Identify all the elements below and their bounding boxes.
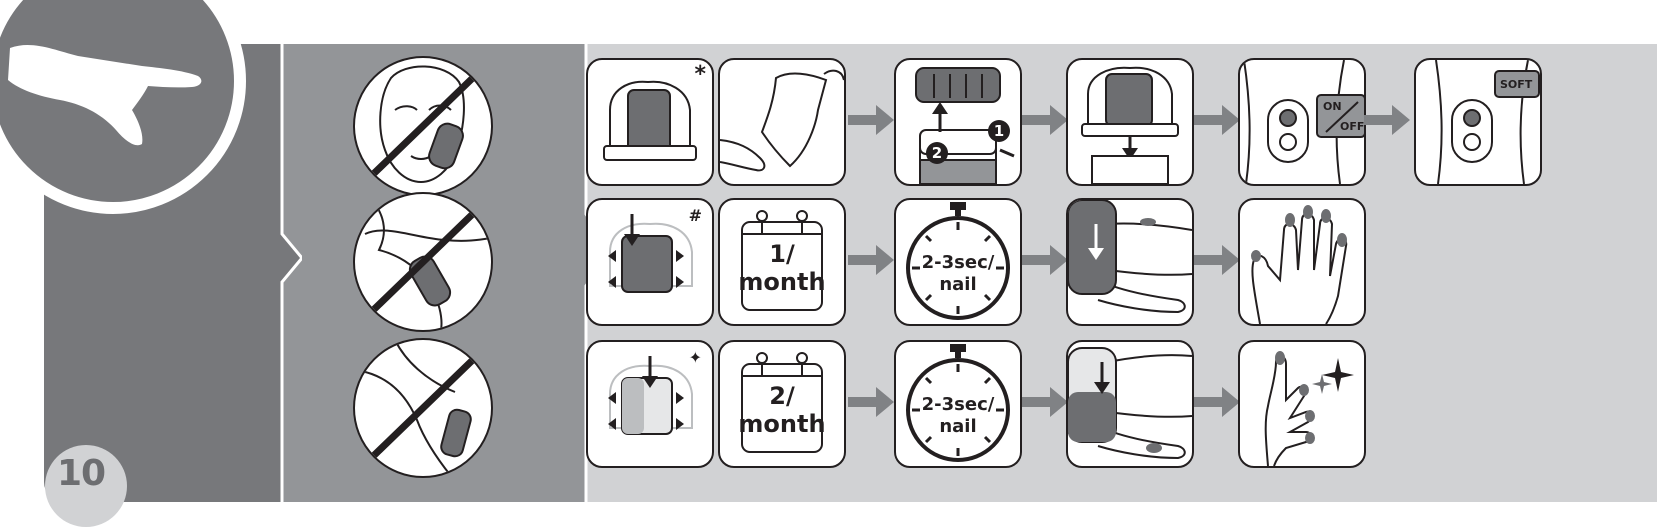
device-switch-icon: [1243, 60, 1345, 184]
timer-unit: nail: [939, 274, 977, 295]
shiny-hand-icon: [1264, 351, 1354, 466]
no-bikini-icon: [355, 340, 486, 476]
arrow-right-icon: [1364, 105, 1410, 135]
arrow-right-icon: [848, 387, 894, 417]
row3-step5-shiny-hand-tile: [1238, 340, 1366, 468]
cloth-wipe-icon: [720, 69, 844, 172]
no-face-icon: [360, 65, 486, 187]
roller-head-icon: [603, 80, 697, 161]
row1-step2-wipe-tile: [718, 58, 846, 186]
badge-off-label: OFF: [1340, 120, 1365, 133]
arrow-right-icon: [1022, 387, 1068, 417]
row2-step2-calendar-tile: 1/ month: [718, 198, 846, 326]
step-number-1: 1: [988, 120, 1010, 142]
step-number-2: 2: [926, 142, 948, 164]
arrow-right-icon: [1194, 387, 1240, 417]
roller-press-icon: [608, 214, 693, 293]
device-soft-icon: [1435, 60, 1529, 184]
row1-step1-roller-tile: *: [586, 58, 714, 186]
no-armpit-icon: [360, 201, 491, 330]
row3-step1-roller-press-tile: ✦: [586, 340, 714, 468]
smooth-hand-icon: [1251, 205, 1348, 324]
soft-badge: SOFT: [1494, 70, 1540, 98]
no-bikini-circle: [353, 338, 493, 478]
row2-step3-timer-tile: 2-3sec/ nail: [894, 198, 1022, 326]
row3-step2-calendar-tile: 2/ month: [718, 340, 846, 468]
calendar-frequency-value: 1/: [769, 240, 795, 268]
file-nail-icon: [1068, 200, 1192, 314]
row1-step5-switch-on-tile: ON OFF: [1238, 58, 1366, 186]
page-number-badge: 10: [45, 445, 127, 527]
row3-step1-mark: ✦: [688, 348, 702, 367]
roller-press-icon: [608, 356, 693, 435]
no-face-circle: [353, 56, 493, 196]
no-armpit-circle: [353, 192, 493, 332]
on-off-badge: ON OFF: [1316, 94, 1365, 138]
stopwatch-icon: [906, 344, 1010, 462]
calendar-icon: [741, 210, 823, 311]
arrow-right-icon: [848, 245, 894, 275]
soft-label: SOFT: [1500, 78, 1533, 91]
timer-duration: 2-3sec/: [921, 252, 995, 273]
insert-roller-icon: [1081, 66, 1179, 184]
slash-icon: [1325, 101, 1359, 133]
stopwatch-icon: [906, 202, 1010, 320]
row1-step3-remove-head-tile: 1 2: [894, 58, 1022, 186]
row2-step1-roller-press-tile: #: [586, 198, 714, 326]
row2-step4-file-nail-tile: [1066, 198, 1194, 326]
row1-step1-mark: *: [694, 62, 706, 87]
timer-unit: nail: [939, 416, 977, 437]
calendar-frequency-unit: month: [738, 410, 826, 438]
timer-duration: 2-3sec/: [921, 394, 995, 415]
arrow-right-icon: [848, 105, 894, 135]
polish-nail-icon: [1068, 347, 1192, 460]
arrow-right-icon: [1022, 245, 1068, 275]
calendar-icon: [741, 352, 823, 453]
arrow-right-icon: [1022, 105, 1068, 135]
page-number: 10: [57, 453, 106, 494]
hand-icon: [8, 45, 202, 146]
row3-step3-timer-tile: 2-3sec/ nail: [894, 340, 1022, 468]
arrow-right-icon: [1194, 245, 1240, 275]
badge-on-label: ON: [1323, 100, 1342, 113]
calendar-frequency-value: 2/: [769, 382, 795, 410]
panel-separator-left: [262, 44, 302, 502]
arrow-right-icon: [1194, 105, 1240, 135]
calendar-frequency-unit: month: [738, 268, 826, 296]
row2-step1-mark: #: [688, 206, 702, 225]
row3-step4-polish-nail-tile: [1066, 340, 1194, 468]
row1-step4-insert-roller-tile: [1066, 58, 1194, 186]
hand-header-circle: [0, 0, 246, 214]
row1-step6-soft-mode-tile: SOFT: [1414, 58, 1542, 186]
row2-step5-result-hand-tile: [1238, 198, 1366, 326]
